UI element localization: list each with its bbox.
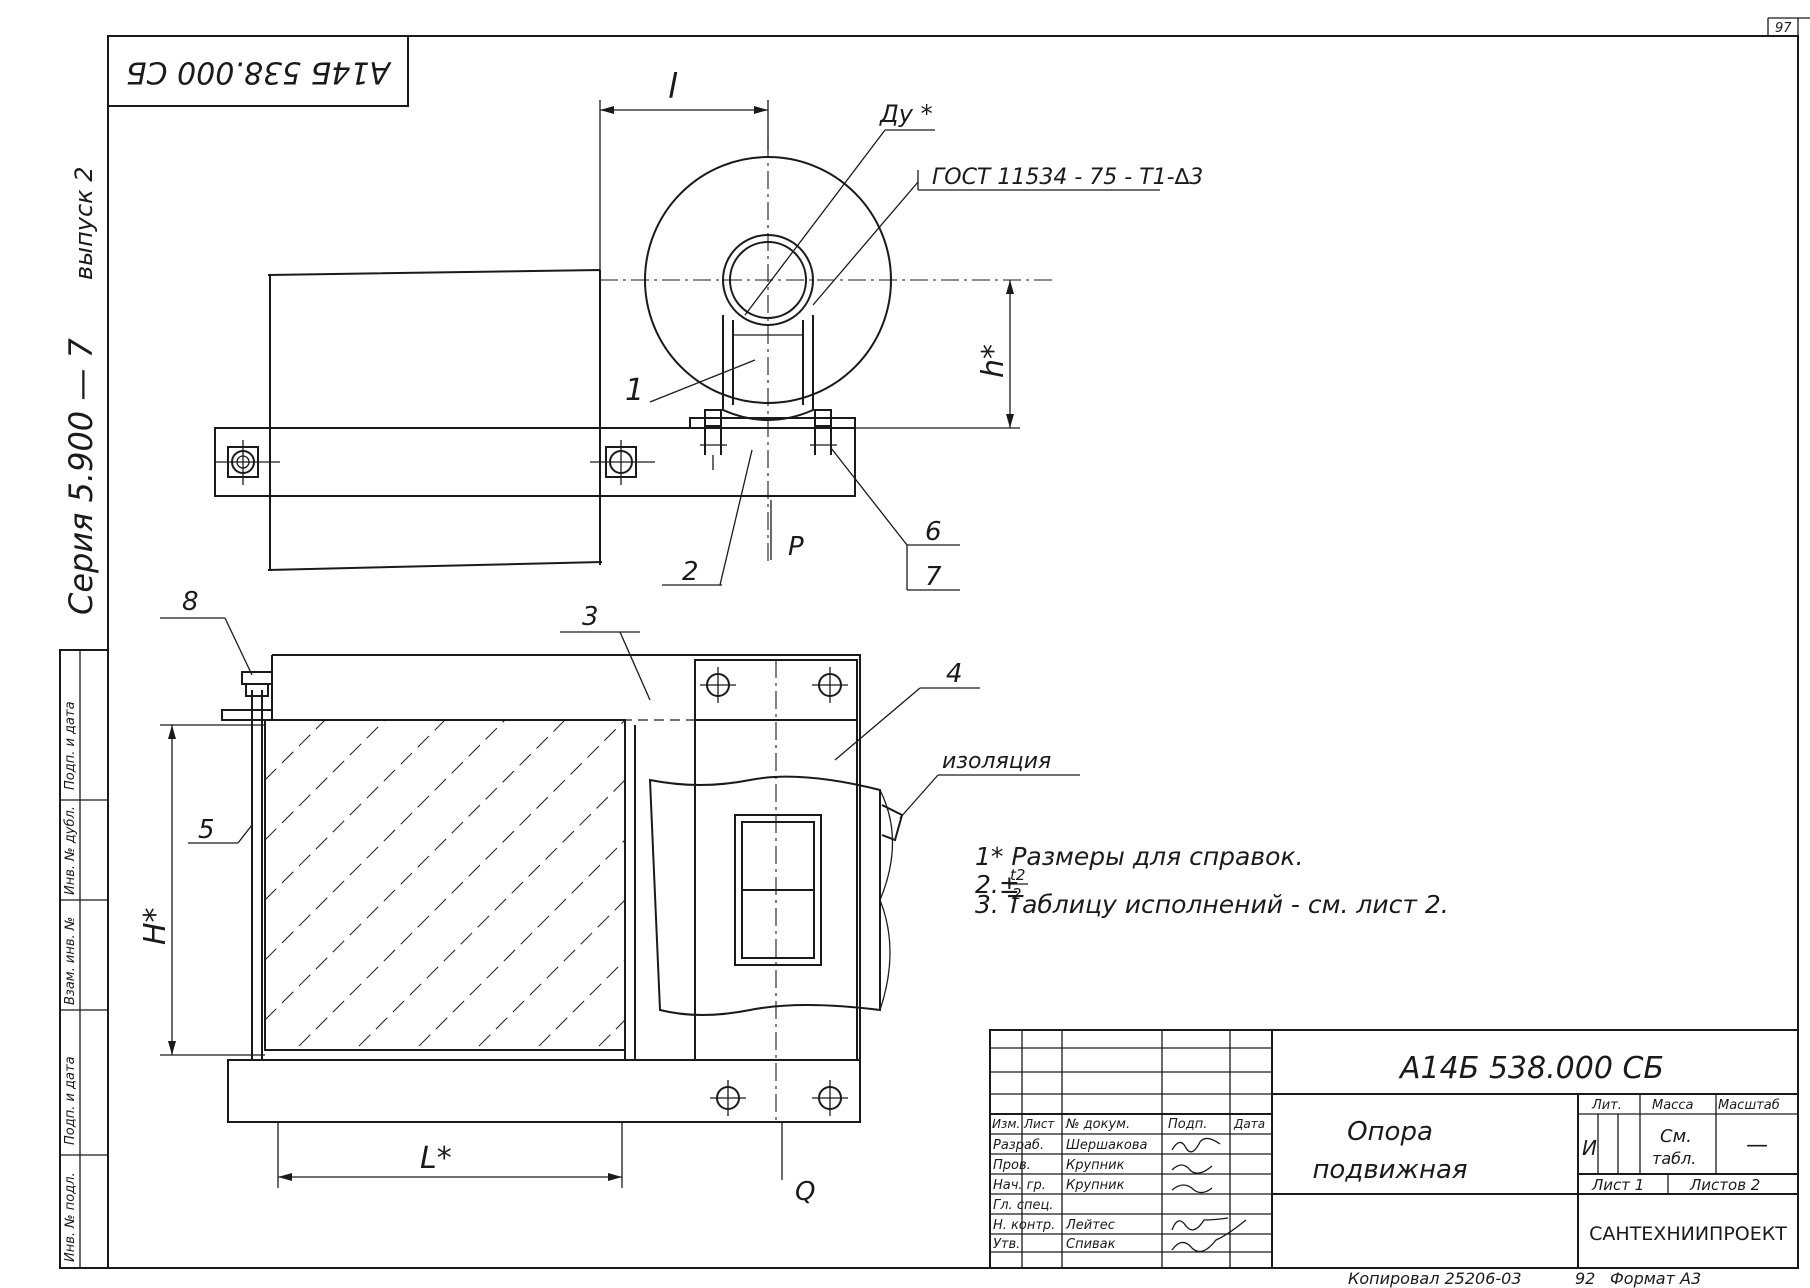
issue-text: выпуск 2 xyxy=(70,166,98,280)
callout-4: 4 xyxy=(946,659,963,689)
mass-header: Масса xyxy=(1652,1098,1693,1113)
scale-header: Масштаб xyxy=(1718,1098,1780,1113)
signature-1 xyxy=(1171,1137,1221,1153)
side-stamp-4: Подп. и дата xyxy=(63,1056,78,1145)
role-1: Пров. xyxy=(993,1158,1031,1173)
footer-code: 92 xyxy=(1575,1269,1595,1288)
lit-header: Лит. xyxy=(1591,1098,1622,1113)
side-stamp-1: Подп. и дата xyxy=(63,701,78,790)
hdr-doc: № докум. xyxy=(1065,1117,1130,1132)
callout-1: 1 xyxy=(625,373,644,408)
sheets-label: Листов 2 xyxy=(1689,1176,1760,1194)
note-1: 1* Размеры для справок. xyxy=(975,842,1303,871)
side-stamp xyxy=(59,649,109,1269)
signature-3 xyxy=(1171,1184,1213,1194)
hatch-area xyxy=(265,720,625,1050)
page-number: 97 xyxy=(1775,21,1792,36)
callout-6: 6 xyxy=(925,517,942,547)
side-stamp-2: Инв. № дубл. xyxy=(63,806,78,895)
footer-copied: Копировал 25206-03 xyxy=(1348,1269,1522,1288)
lit-value: И xyxy=(1582,1136,1597,1160)
signature-5 xyxy=(1171,1219,1247,1253)
side-stamp-5: Инв. № подл. xyxy=(63,1172,78,1262)
callout-8: 8 xyxy=(182,587,199,617)
hdr-list: Лист xyxy=(1023,1117,1055,1131)
dim-L: L* xyxy=(420,1141,452,1176)
top-view: l Ду * ГОСТ 11534 - 75 - Т1-∆3 h* 1 2 6 … xyxy=(214,67,1203,592)
hdr-date: Дата xyxy=(1233,1117,1265,1131)
role-3: Гл. спец. xyxy=(993,1198,1053,1213)
load-q: Q xyxy=(795,1177,815,1207)
name-4: Лейтес xyxy=(1065,1218,1115,1233)
dim-h: h* xyxy=(976,344,1011,378)
note-2-den: 2 xyxy=(1012,885,1022,903)
title-name-2: подвижная xyxy=(1312,1155,1467,1185)
top-designation: A14Б 538.000 СБ xyxy=(126,55,392,90)
role-2: Нач. гр. xyxy=(993,1178,1046,1193)
role-0: Разраб. xyxy=(993,1138,1044,1153)
name-1: Крупник xyxy=(1066,1158,1125,1173)
mass-value-2: табл. xyxy=(1652,1149,1696,1168)
dim-l: l xyxy=(668,67,678,107)
side-stamp-3: Взам. инв. № xyxy=(63,917,78,1005)
dim-du: Ду * xyxy=(879,100,933,128)
note-2-num: t2 xyxy=(1010,866,1025,884)
signature-4 xyxy=(1171,1217,1229,1231)
title-designation: A14Б 538.000 СБ xyxy=(1398,1051,1664,1086)
scale-value: — xyxy=(1746,1133,1768,1158)
mass-value-1: См. xyxy=(1660,1126,1692,1147)
title-name-1: Опора xyxy=(1347,1117,1433,1147)
title-block: Изм. Лист № докум. Подп. Дата Разраб. Ше… xyxy=(989,1029,1799,1269)
insulation-label: изоляция xyxy=(942,749,1051,774)
note-3: 3. Таблицу исполнений - см. лист 2. xyxy=(975,890,1449,919)
role-5: Утв. xyxy=(993,1237,1020,1252)
callout-7: 7 xyxy=(925,562,942,592)
callout-3: 3 xyxy=(582,602,599,632)
name-2: Крупник xyxy=(1066,1178,1125,1193)
hdr-izm: Изм. xyxy=(992,1117,1020,1131)
callout-5: 5 xyxy=(198,815,215,845)
gost-ref: ГОСТ 11534 - 75 - Т1-∆3 xyxy=(932,165,1203,190)
name-5: Спивак xyxy=(1066,1237,1116,1252)
front-view: H* L* Q 8 3 4 5 изоляция xyxy=(138,587,1080,1207)
callout-2: 2 xyxy=(682,557,699,587)
top-designation-box xyxy=(107,35,409,107)
footer-format: Формат А3 xyxy=(1610,1269,1701,1288)
load-p: P xyxy=(788,532,804,562)
series-text: Серия 5.900 — 7 xyxy=(62,337,100,615)
sheet-label: Лист 1 xyxy=(1591,1176,1644,1194)
notes: 1* Размеры для справок. 2.± t2 2 3. Табл… xyxy=(975,842,1449,919)
role-4: Н. контр. xyxy=(993,1218,1055,1233)
hdr-sign: Подп. xyxy=(1168,1117,1207,1132)
dim-H: H* xyxy=(138,907,173,945)
signature-2 xyxy=(1171,1164,1213,1174)
organization: САНТЕХНИИПРОЕКТ xyxy=(1589,1223,1787,1245)
name-0: Шершакова xyxy=(1066,1138,1147,1153)
